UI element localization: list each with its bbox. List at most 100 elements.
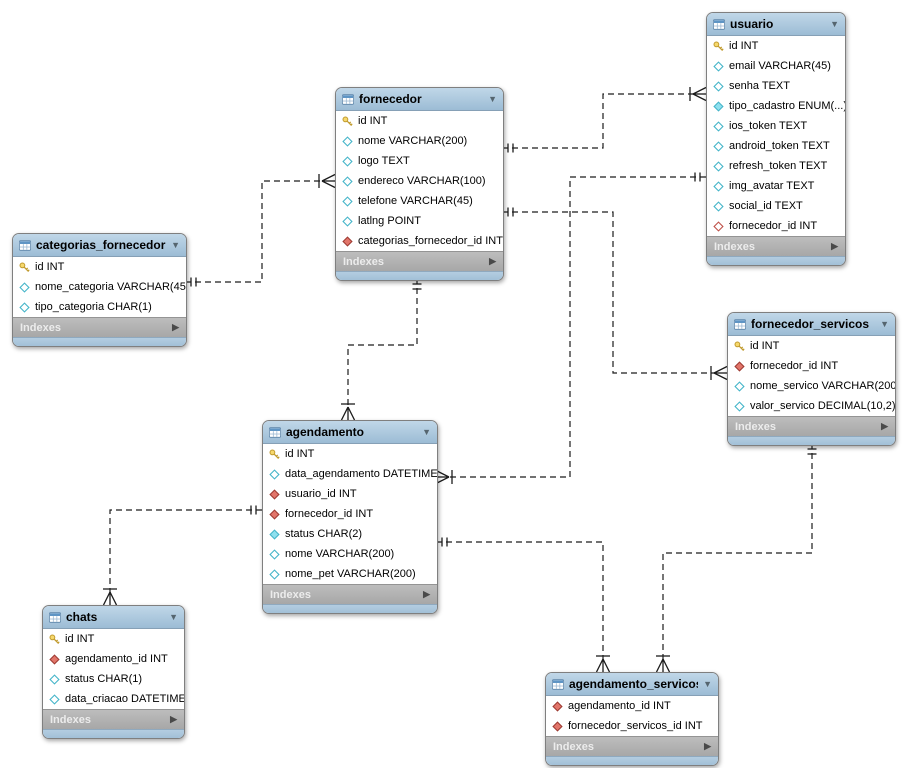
collapse-arrow-icon[interactable]: ▼ <box>880 318 889 329</box>
column-row[interactable]: id INT <box>13 257 186 277</box>
expand-indexes-icon[interactable]: ▶ <box>881 421 888 431</box>
fk-not-null-icon <box>551 700 563 712</box>
column-row[interactable]: id INT <box>728 336 895 356</box>
column-row[interactable]: fornecedor_servicos_id INT <box>546 716 718 736</box>
expand-indexes-icon[interactable]: ▶ <box>172 322 179 332</box>
relationship-fornecedor_servicos-agendamento_servicos[interactable] <box>655 443 817 673</box>
table-header-agendamento[interactable]: agendamento▼ <box>263 421 437 444</box>
column-row[interactable]: nome VARCHAR(200) <box>336 131 503 151</box>
column-row[interactable]: id INT <box>707 36 845 56</box>
expand-indexes-icon[interactable]: ▶ <box>704 741 711 751</box>
indexes-label: Indexes <box>50 713 91 726</box>
fk-not-null-icon <box>268 508 280 520</box>
column-row[interactable]: logo TEXT <box>336 151 503 171</box>
column-row[interactable]: fornecedor_id INT <box>728 356 895 376</box>
indexes-footer[interactable]: Indexes ▶ <box>43 709 184 729</box>
column-row[interactable]: fornecedor_id INT <box>707 216 845 236</box>
column-row[interactable]: agendamento_id INT <box>43 649 184 669</box>
relationship-line[interactable] <box>449 176 706 478</box>
relationship-fornecedor-agendamento[interactable] <box>340 278 422 421</box>
table-header-agendamento_servicos[interactable]: agendamento_servicos▼ <box>546 673 718 696</box>
column-row[interactable]: email VARCHAR(45) <box>707 56 845 76</box>
collapse-arrow-icon[interactable]: ▼ <box>830 18 839 29</box>
column-row[interactable]: id INT <box>43 629 184 649</box>
indexes-footer[interactable]: Indexes▶ <box>728 416 895 436</box>
relationship-categorias_fornecedor-fornecedor[interactable] <box>185 173 336 287</box>
collapse-arrow-icon[interactable]: ▼ <box>703 678 712 689</box>
column-row[interactable]: ios_token TEXT <box>707 116 845 136</box>
relationship-line[interactable] <box>185 180 322 283</box>
indexes-footer[interactable]: Indexes▶ <box>336 251 503 271</box>
expand-indexes-icon[interactable]: ▶ <box>170 714 177 724</box>
table-header-chats[interactable]: chats▼ <box>43 606 184 629</box>
column-row[interactable]: android_token TEXT <box>707 136 845 156</box>
relationship-line[interactable] <box>662 443 813 659</box>
column-row[interactable]: status CHAR(2) <box>263 524 437 544</box>
column-row[interactable]: telefone VARCHAR(45) <box>336 191 503 211</box>
column-row[interactable]: nome_pet VARCHAR(200) <box>263 564 437 584</box>
collapse-arrow-icon[interactable]: ▼ <box>169 611 178 622</box>
column-row[interactable]: nome_categoria VARCHAR(45) <box>13 277 186 297</box>
relationship-agendamento-agendamento_servicos[interactable] <box>436 537 611 673</box>
relationship-line[interactable] <box>109 509 262 592</box>
relationship-line[interactable] <box>502 93 693 149</box>
column-row[interactable]: social_id TEXT <box>707 196 845 216</box>
column-row[interactable]: id INT <box>263 444 437 464</box>
column-row[interactable]: valor_servico DECIMAL(10,2) <box>728 396 895 416</box>
collapse-arrow-icon[interactable]: ▼ <box>171 239 180 250</box>
indexes-footer[interactable]: Indexes ▶ <box>707 236 845 256</box>
expand-indexes-icon[interactable]: ▶ <box>423 589 430 599</box>
column-row[interactable]: agendamento_id INT <box>546 696 718 716</box>
column-row[interactable]: senha TEXT <box>707 76 845 96</box>
column-row[interactable]: data_criacao DATETIME <box>43 689 184 709</box>
column-row[interactable]: categorias_fornecedor_id INT <box>336 231 503 251</box>
table-fornecedor_servicos[interactable]: fornecedor_servicos▼id INT fornecedor_id … <box>727 312 896 446</box>
indexes-label: Indexes <box>714 240 755 253</box>
column-row[interactable]: usuario_id INT <box>263 484 437 504</box>
table-header-categorias_fornecedor[interactable]: categorias_fornecedor▼ <box>13 234 186 257</box>
column-row[interactable]: img_avatar TEXT <box>707 176 845 196</box>
column-label: refresh_token TEXT <box>729 160 828 172</box>
column-row[interactable]: tipo_categoria CHAR(1) <box>13 297 186 317</box>
column-row[interactable]: nome_servico VARCHAR(200) <box>728 376 895 396</box>
column-row[interactable]: nome VARCHAR(200) <box>263 544 437 564</box>
column-row[interactable]: endereco VARCHAR(100) <box>336 171 503 191</box>
fk-not-null-icon <box>268 488 280 500</box>
column-label: ios_token TEXT <box>729 120 808 132</box>
table-header-fornecedor_servicos[interactable]: fornecedor_servicos▼ <box>728 313 895 336</box>
relationship-agendamento-chats[interactable] <box>102 505 262 606</box>
expand-indexes-icon[interactable]: ▶ <box>831 241 838 251</box>
relationship-usuario-agendamento[interactable] <box>435 172 706 485</box>
column-label: id INT <box>750 340 780 352</box>
relationship-line[interactable] <box>502 211 714 374</box>
collapse-arrow-icon[interactable]: ▼ <box>422 426 431 437</box>
column-row[interactable]: fornecedor_id INT <box>263 504 437 524</box>
column-row[interactable]: status CHAR(1) <box>43 669 184 689</box>
column-row[interactable]: id INT <box>336 111 503 131</box>
indexes-footer[interactable]: Indexes▶ <box>13 317 186 337</box>
relationship-line[interactable] <box>347 278 418 407</box>
collapse-arrow-icon[interactable]: ▼ <box>488 93 497 104</box>
relationship-fornecedor-usuario[interactable] <box>502 86 707 153</box>
table-header-fornecedor[interactable]: fornecedor ▼ <box>336 88 503 111</box>
relationship-line[interactable] <box>436 541 604 659</box>
column-row[interactable]: tipo_cadastro ENUM(...) <box>707 96 845 116</box>
primary-key-icon <box>341 116 353 127</box>
table-header-usuario[interactable]: usuario▼ <box>707 13 845 36</box>
indexes-footer[interactable]: Indexes▶ <box>263 584 437 604</box>
indexes-footer[interactable]: Indexes▶ <box>546 736 718 756</box>
relationship-fornecedor-fornecedor_servicos[interactable] <box>502 207 728 381</box>
column-row[interactable]: latlng POINT <box>336 211 503 231</box>
column-label: nome_servico VARCHAR(200) <box>750 380 895 392</box>
expand-indexes-icon[interactable]: ▶ <box>489 256 496 266</box>
table-title: fornecedor <box>359 92 422 106</box>
column-row[interactable]: refresh_token TEXT <box>707 156 845 176</box>
column-row[interactable]: data_agendamento DATETIME <box>263 464 437 484</box>
